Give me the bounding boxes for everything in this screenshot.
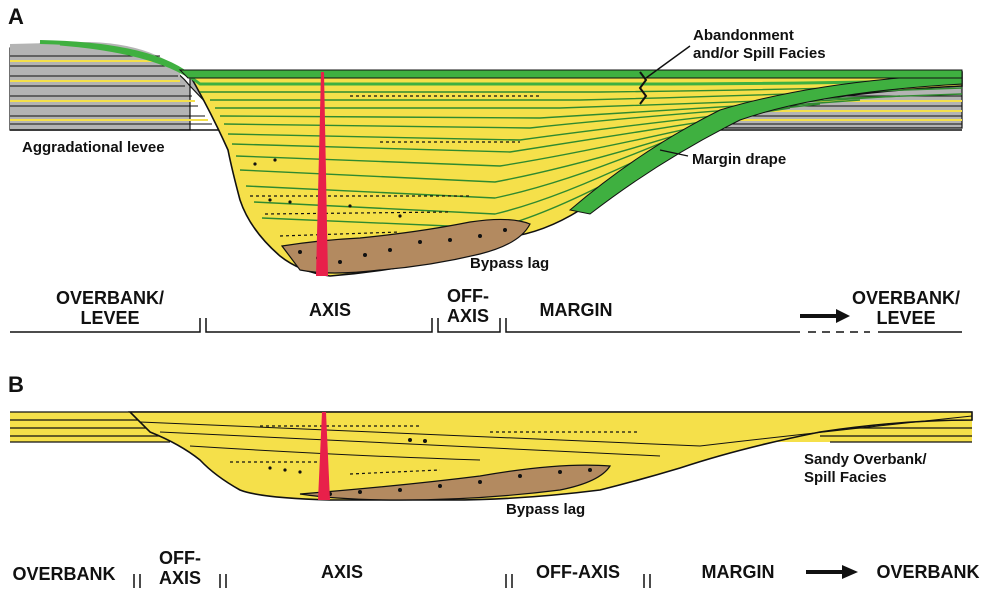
margin-drape-label: Margin drape — [692, 151, 786, 168]
arrow-icon-a — [800, 309, 850, 323]
zone-margin-a: MARGIN — [540, 300, 613, 320]
abandonment-label-line2: and/or Spill Facies — [693, 45, 826, 62]
zone-off-axis-right-b: OFF-AXIS — [536, 562, 620, 582]
panel-b: B — [8, 372, 980, 588]
abandonment-label-line1: Abandonment — [693, 27, 794, 44]
zone-overbank-levee-left-1: OVERBANK/ — [56, 288, 164, 308]
zone-overbank-right-b: OVERBANK — [876, 562, 979, 582]
zone-overbank-levee-right-2: LEVEE — [876, 308, 935, 328]
bypass-lag-label-b: Bypass lag — [506, 501, 585, 518]
panel-b-letter: B — [8, 372, 24, 397]
zone-off-axis-b-2: AXIS — [159, 568, 201, 588]
sandy-overbank-label-line1: Sandy Overbank/ — [804, 451, 927, 468]
zone-overbank-left-b: OVERBANK — [12, 564, 115, 584]
zone-axis-a: AXIS — [309, 300, 351, 320]
zone-off-axis-a-2: AXIS — [447, 306, 489, 326]
zone-off-axis-b-1: OFF- — [159, 548, 201, 568]
sandy-overbank-label-line2: Spill Facies — [804, 469, 887, 486]
zone-overbank-levee-right-1: OVERBANK/ — [852, 288, 960, 308]
zone-overbank-levee-left-2: LEVEE — [80, 308, 139, 328]
zone-off-axis-a-1: OFF- — [447, 286, 489, 306]
aggradational-levee-label: Aggradational levee — [22, 139, 165, 156]
bypass-lag-label-a: Bypass lag — [470, 255, 549, 272]
panel-a: A — [8, 4, 962, 332]
zone-axis-b: AXIS — [321, 562, 363, 582]
panel-a-letter: A — [8, 4, 24, 29]
arrow-icon-b — [806, 565, 858, 579]
zone-margin-b: MARGIN — [702, 562, 775, 582]
